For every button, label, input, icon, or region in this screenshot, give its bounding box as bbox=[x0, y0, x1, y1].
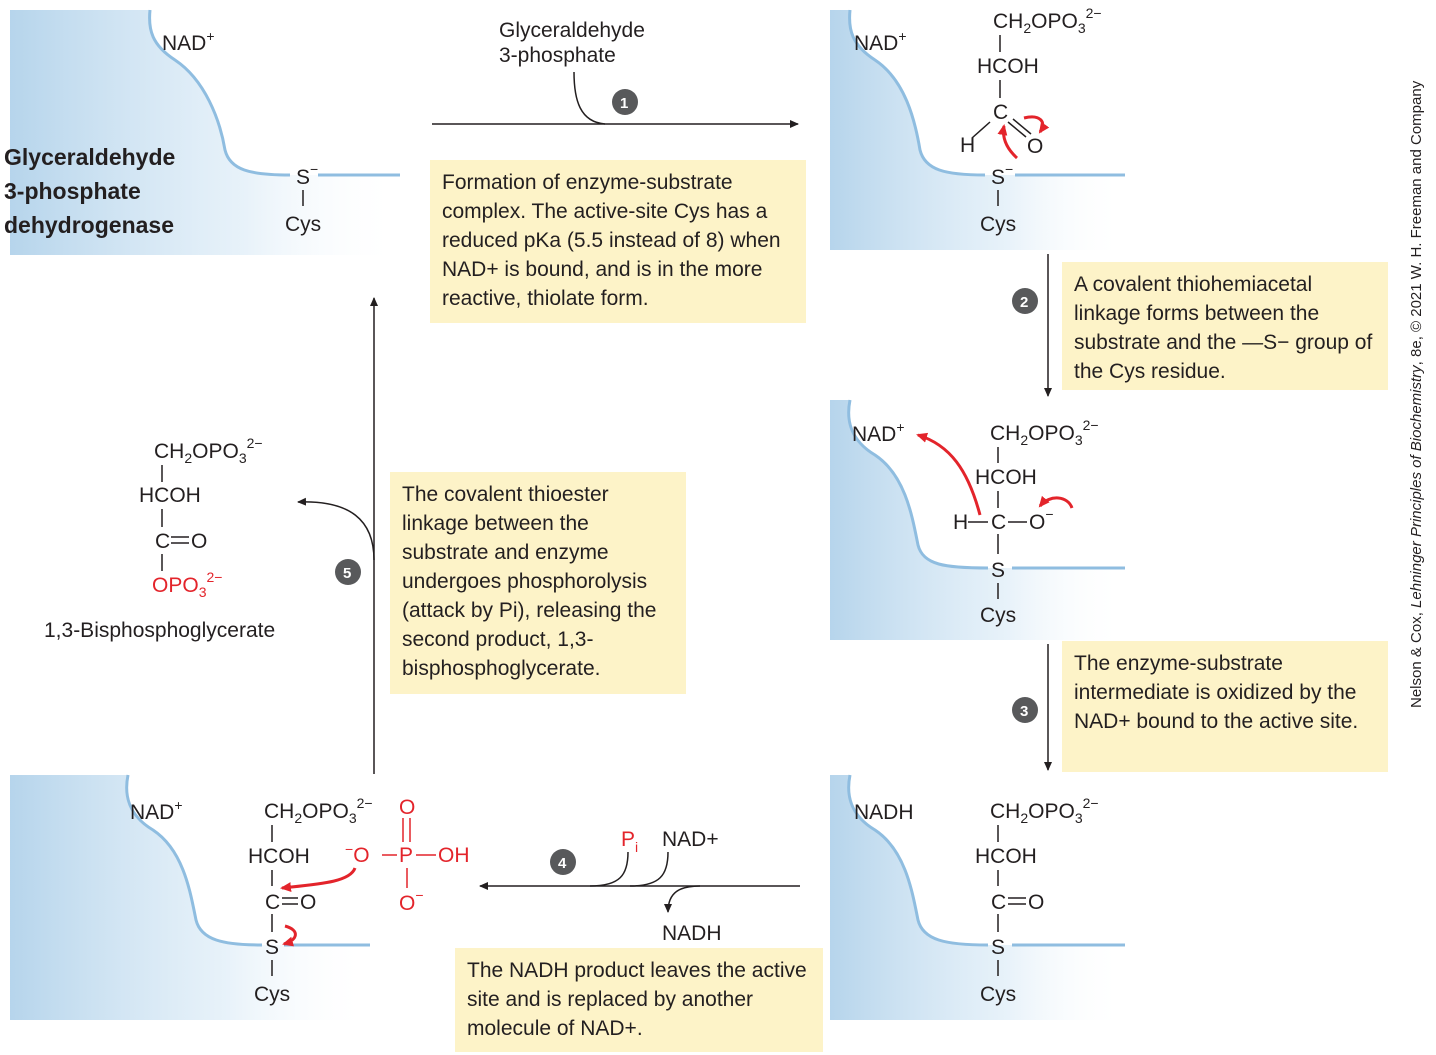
svg-text:O: O bbox=[191, 530, 207, 553]
step-1-arrow: Glyceraldehyde 3-phosphate 1 bbox=[432, 19, 799, 128]
nad-plus-label: NAD+ bbox=[130, 797, 183, 824]
step-1-text: Formation of enzyme-substrate complex. T… bbox=[442, 171, 781, 310]
svg-text:S: S bbox=[991, 559, 1005, 582]
nadh-label: NADH bbox=[854, 801, 914, 824]
svg-text:HCOH: HCOH bbox=[975, 845, 1037, 868]
svg-text:CH2OPO32−: CH2OPO32− bbox=[990, 417, 1099, 448]
panel-thiohemiacetal: NAD+ CH2OPO32− HCOH H C O− S Cys bbox=[852, 417, 1099, 627]
svg-text:CH2OPO32−: CH2OPO32− bbox=[990, 795, 1099, 826]
svg-text:2: 2 bbox=[1020, 294, 1028, 311]
cys-label: Cys bbox=[285, 213, 321, 236]
svg-text:OH: OH bbox=[438, 844, 470, 867]
copyright-credit: Nelson & Cox, Lehninger Principles of Bi… bbox=[1408, 80, 1425, 708]
substrate-name-line1: Glyceraldehyde bbox=[499, 19, 645, 42]
svg-text:O: O bbox=[1028, 891, 1044, 914]
step-2-arrow: 2 bbox=[1012, 254, 1052, 397]
step-4-note: The NADH product leaves the active site … bbox=[455, 948, 823, 1052]
step-1-number: 1 bbox=[620, 95, 628, 112]
svg-text:CH2OPO32−: CH2OPO32− bbox=[264, 795, 373, 826]
step-3-arrow: 3 bbox=[1012, 644, 1052, 771]
step-3-text: The enzyme-substrate intermediate is oxi… bbox=[1074, 652, 1359, 733]
svg-text:C: C bbox=[991, 511, 1006, 534]
svg-text:S: S bbox=[265, 936, 279, 959]
nadh-out-label: NADH bbox=[662, 922, 722, 945]
cys-label: Cys bbox=[980, 604, 1016, 627]
svg-text:3: 3 bbox=[1020, 703, 1028, 720]
cys-label: Cys bbox=[980, 983, 1016, 1006]
svg-text:C: C bbox=[265, 891, 280, 914]
svg-text:O: O bbox=[399, 796, 415, 819]
svg-text:C: C bbox=[155, 530, 170, 553]
svg-text:HCOH: HCOH bbox=[975, 466, 1037, 489]
svg-text:HCOH: HCOH bbox=[977, 55, 1039, 78]
step-5-arrow: 5 bbox=[297, 297, 378, 774]
svg-text:O: O bbox=[300, 891, 316, 914]
step-4-text: The NADH product leaves the active site … bbox=[467, 959, 807, 1040]
enzyme-surface-4 bbox=[830, 774, 1125, 1020]
nad-plus-label: NAD+ bbox=[852, 419, 905, 446]
step-5-text: The covalent thioester linkage between t… bbox=[402, 483, 657, 680]
substrate-name-line2: 3-phosphate bbox=[499, 44, 616, 67]
svg-text:H: H bbox=[953, 511, 968, 534]
nad-plus-label: NAD+ bbox=[162, 28, 215, 55]
step-3-note: The enzyme-substrate intermediate is oxi… bbox=[1062, 641, 1388, 772]
enzyme-surface-3 bbox=[830, 399, 1125, 640]
nad-plus-label: NAD+ bbox=[854, 28, 907, 55]
svg-text:O−: O− bbox=[399, 887, 424, 915]
step-2-text: A covalent thiohemiacetal linkage forms … bbox=[1074, 273, 1373, 383]
enzyme-surface-5 bbox=[10, 774, 370, 1020]
product-structure: CH2OPO32− HCOH C O OPO32− 1,3-Bisphospho… bbox=[44, 435, 275, 642]
cys-label: Cys bbox=[980, 213, 1016, 236]
step-1-note: Formation of enzyme-substrate complex. T… bbox=[430, 160, 806, 323]
svg-text:C: C bbox=[993, 101, 1008, 124]
svg-text:C: C bbox=[991, 891, 1006, 914]
nad-in-label: NAD+ bbox=[662, 828, 719, 851]
svg-text:P: P bbox=[399, 844, 413, 867]
panel-thioester-nadh: NADH CH2OPO32− HCOH C O S Cys bbox=[854, 795, 1099, 1006]
step-2-note: A covalent thiohemiacetal linkage forms … bbox=[1062, 262, 1388, 390]
step-4-arrow: Pi NAD+ NADH 4 bbox=[479, 828, 800, 945]
product-name: 1,3-Bisphosphoglycerate bbox=[44, 619, 275, 642]
svg-text:HCOH: HCOH bbox=[248, 845, 310, 868]
svg-text:−O: −O bbox=[345, 841, 370, 867]
svg-text:CH2OPO32−: CH2OPO32− bbox=[993, 5, 1102, 36]
svg-text:S: S bbox=[991, 936, 1005, 959]
svg-text:5: 5 bbox=[343, 565, 351, 582]
svg-text:CH2OPO32−: CH2OPO32− bbox=[154, 435, 263, 466]
svg-text:O: O bbox=[1027, 135, 1043, 158]
svg-text:HCOH: HCOH bbox=[139, 484, 201, 507]
enzyme-surface-2 bbox=[830, 9, 1125, 250]
step-5-note: The covalent thioester linkage between t… bbox=[390, 472, 686, 694]
page-title: Glyceraldehyde 3-phosphate dehydrogenase bbox=[4, 144, 176, 238]
svg-text:OPO32−: OPO32− bbox=[152, 569, 222, 600]
panel-es-complex: NAD+ CH2OPO32− HCOH C H O S− Cys bbox=[854, 5, 1102, 236]
panel-phosphorolysis: NAD+ CH2OPO32− HCOH C O S Cys −O P OH O … bbox=[130, 795, 470, 1006]
svg-text:4: 4 bbox=[558, 855, 567, 872]
cys-label: Cys bbox=[254, 983, 290, 1006]
svg-text:O−: O− bbox=[1029, 506, 1054, 534]
pi-label: Pi bbox=[621, 828, 638, 855]
svg-text:H: H bbox=[960, 134, 975, 157]
step-1-badge bbox=[612, 89, 638, 115]
